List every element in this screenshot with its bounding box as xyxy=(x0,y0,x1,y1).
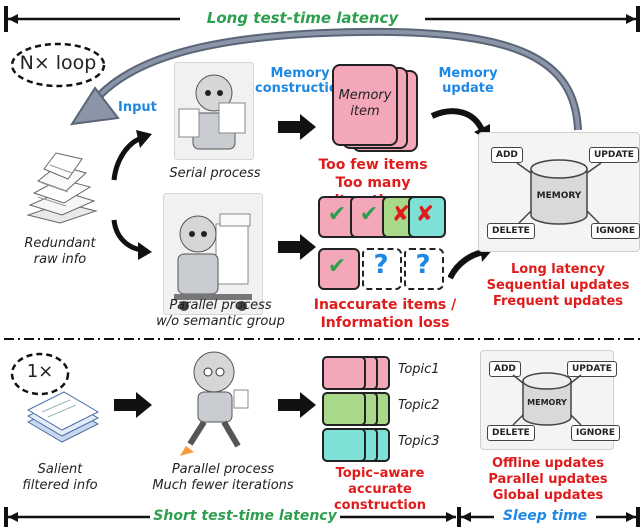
arrow-parallel-to-grid xyxy=(278,234,316,260)
result-grid: ✔ ✔ ✘ ✘ ✔ ? ? xyxy=(318,196,446,296)
running-robot-image xyxy=(168,346,268,458)
bottom-latency-arrows xyxy=(4,507,640,527)
add-tag: ADD xyxy=(491,147,523,163)
ignore-tag: IGNORE xyxy=(571,425,620,441)
section-divider xyxy=(4,338,640,340)
check-icon: ✔ xyxy=(327,202,347,227)
top-latency-arrow xyxy=(4,6,640,32)
one-loop-label: 1× xyxy=(26,361,54,382)
latency-notes: Long latency Sequential updates Frequent… xyxy=(486,262,630,309)
update-tag: UPDATE xyxy=(589,147,639,163)
input-label: Input xyxy=(118,100,157,115)
delete-tag: DELETE xyxy=(487,425,535,441)
arrow-salient-to-robot xyxy=(114,392,152,418)
memory-construction-label: Memory construction xyxy=(255,66,348,96)
question-icon: ? xyxy=(415,250,431,280)
check-icon: ✔ xyxy=(359,202,379,227)
short-latency-label: Short test-time latency xyxy=(153,508,337,524)
memory-label: MEMORY xyxy=(527,398,567,407)
add-tag: ADD xyxy=(489,361,521,377)
question-icon: ? xyxy=(373,250,389,280)
salient-caption: Salient filtered info xyxy=(22,462,98,493)
top-latency-label: Long test-time latency xyxy=(206,9,399,27)
cross-icon: ✘ xyxy=(391,202,411,227)
memory-panel-bottom: ADD UPDATE DELETE IGNORE MEMORY xyxy=(480,350,620,450)
check-icon: ✔ xyxy=(327,254,347,279)
parallel-caption-top: Parallel process w/o semantic group xyxy=(156,298,285,329)
update-tag: UPDATE xyxy=(567,361,617,377)
topic1-stack xyxy=(322,356,392,390)
delete-tag: DELETE xyxy=(487,223,535,239)
split-arrows xyxy=(111,130,152,260)
memory-label: MEMORY xyxy=(536,191,582,201)
sleep-time-label: Sleep time xyxy=(502,508,588,524)
memory-item-label: Memory item xyxy=(338,88,392,119)
construction-note: Topic–aware accurate construction xyxy=(333,466,427,513)
raw-info-caption: Redundant raw info xyxy=(24,236,96,267)
parallel-robot-image xyxy=(163,193,263,315)
topic1-label: Topic1 xyxy=(398,362,440,377)
paper-stack-icon xyxy=(20,145,102,227)
salient-paper-icon xyxy=(22,384,102,446)
n-loop-label: N× loop xyxy=(19,52,97,74)
ignore-tag: IGNORE xyxy=(591,223,640,239)
cross-icon: ✘ xyxy=(415,202,435,227)
one-loop-ellipse xyxy=(10,352,70,396)
topic2-stack xyxy=(322,392,392,426)
arrow-serial-to-item xyxy=(278,114,316,140)
offline-notes: Offline updates Parallel updates Global … xyxy=(488,456,608,503)
database-icon xyxy=(512,372,582,426)
topic2-label: Topic2 xyxy=(398,398,440,413)
arrow-robot-to-topics xyxy=(278,392,316,418)
memory-item-stack: Memory item xyxy=(332,64,418,154)
parallel-caption-bottom: Parallel process Much fewer iterations xyxy=(152,462,294,493)
database-icon xyxy=(516,159,602,225)
topic3-stack xyxy=(322,428,392,462)
memory-update-label: Memory update xyxy=(438,66,498,96)
serial-robot-image xyxy=(174,62,254,160)
loop-arrow xyxy=(70,27,582,131)
topic3-label: Topic3 xyxy=(398,434,440,449)
serial-caption: Serial process xyxy=(169,166,261,181)
parallel-issue-text: Inaccurate items / Information loss xyxy=(313,297,457,331)
memory-panel-top: ADD UPDATE DELETE IGNORE MEMORY xyxy=(478,132,640,252)
n-loop-ellipse xyxy=(10,42,106,88)
